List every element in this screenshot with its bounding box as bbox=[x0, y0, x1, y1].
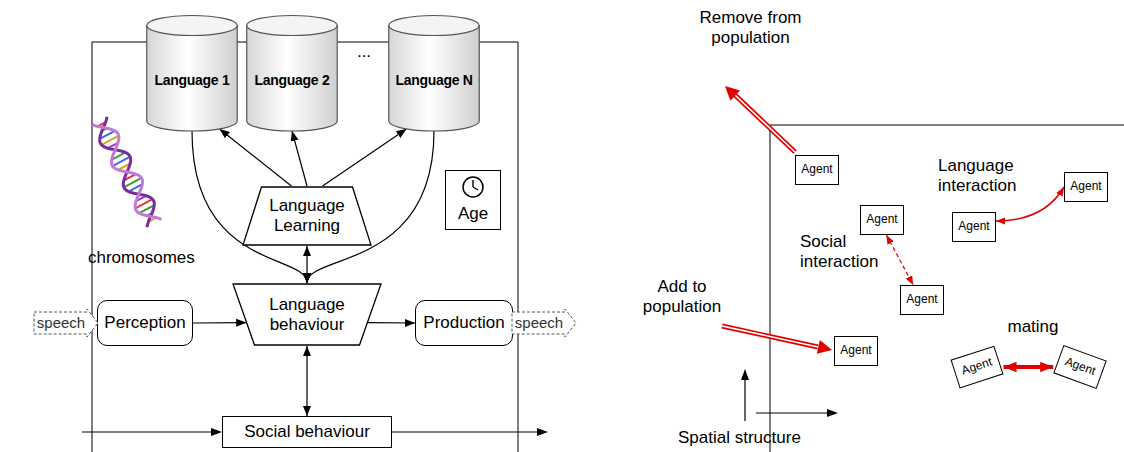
process-box: Social behaviour bbox=[222, 416, 392, 448]
node-text: Language 2 bbox=[255, 72, 330, 88]
node-text: Agent bbox=[866, 213, 897, 227]
agent-box: Agent bbox=[795, 155, 839, 185]
agent-box: Agent bbox=[1064, 172, 1108, 202]
node-text: Language 1 bbox=[155, 72, 230, 88]
language-store: Language 2 bbox=[246, 15, 338, 131]
connector bbox=[306, 346, 307, 416]
behaviour-module: Language behaviour bbox=[232, 283, 382, 346]
dna-helix bbox=[91, 116, 163, 228]
agent-box: Agent bbox=[900, 285, 944, 315]
text-label: Social interaction bbox=[800, 232, 892, 271]
text-label: ... bbox=[346, 42, 382, 62]
label-text: Social interaction bbox=[800, 232, 878, 271]
node-text: Agent bbox=[801, 163, 832, 177]
label-text: Language interaction bbox=[938, 156, 1016, 195]
process-box: Perception bbox=[97, 300, 193, 346]
add-arrow bbox=[722, 326, 832, 354]
connector bbox=[292, 131, 307, 186]
learning-module: Language Learning bbox=[242, 186, 372, 246]
connector bbox=[886, 235, 913, 285]
label-text: Add to population bbox=[643, 277, 721, 316]
agent-box: Agent bbox=[834, 336, 878, 366]
text-label: Spatial structure bbox=[678, 428, 848, 448]
speech-arrow: speech bbox=[33, 308, 99, 338]
node-text: Language N bbox=[395, 72, 472, 88]
text-label: Remove from population bbox=[683, 8, 818, 47]
node-text: Perception bbox=[104, 313, 185, 333]
node-text: speech bbox=[515, 314, 563, 331]
text-label: chromosomes bbox=[88, 248, 203, 268]
text-label: Language interaction bbox=[938, 156, 1038, 195]
agent-box: Agent bbox=[952, 212, 996, 242]
node-text: Agent bbox=[906, 293, 937, 307]
language-store: Language N bbox=[388, 15, 480, 131]
arrow-head bbox=[211, 428, 222, 436]
language-store: Language 1 bbox=[146, 15, 238, 131]
social-output-line bbox=[392, 431, 538, 432]
connector bbox=[323, 129, 407, 186]
label-text: ... bbox=[357, 42, 371, 61]
node-text: Language Learning bbox=[264, 196, 350, 235]
clock-icon bbox=[463, 177, 483, 197]
node-text: Agent bbox=[958, 220, 989, 234]
connector bbox=[193, 322, 246, 324]
node-text: Agent bbox=[960, 356, 994, 379]
population-space bbox=[770, 125, 1124, 452]
connector bbox=[368, 322, 415, 324]
node-text: Agent bbox=[1063, 355, 1097, 379]
label-text: mating bbox=[1007, 317, 1058, 336]
age-box: Age bbox=[445, 170, 501, 230]
remove-arrow bbox=[725, 86, 795, 152]
agent-box: Agent bbox=[1053, 345, 1107, 389]
text-label: mating bbox=[1003, 317, 1063, 337]
node-text: Language behaviour bbox=[254, 295, 360, 334]
text-label: Add to population bbox=[632, 277, 732, 316]
label-text: Remove from population bbox=[699, 8, 801, 47]
node-text: Social behaviour bbox=[244, 422, 370, 442]
node-text: speech bbox=[37, 314, 85, 331]
social-input-line bbox=[82, 431, 214, 432]
connector bbox=[306, 246, 307, 283]
node-text: Agent bbox=[1070, 180, 1101, 194]
arrow-head bbox=[537, 428, 548, 436]
spatial-axes bbox=[741, 369, 838, 421]
speech-arrow: speech bbox=[511, 308, 577, 338]
node-text: Age bbox=[458, 204, 488, 224]
node-text: Production bbox=[423, 313, 504, 333]
node-text: Agent bbox=[840, 344, 871, 358]
connector bbox=[1004, 365, 1054, 369]
agent-box: Agent bbox=[860, 205, 904, 235]
label-text: Spatial structure bbox=[678, 428, 801, 447]
connector bbox=[220, 129, 292, 186]
process-box: Production bbox=[415, 300, 513, 346]
agent-box: Agent bbox=[950, 346, 1003, 389]
label-text: chromosomes bbox=[88, 248, 195, 267]
